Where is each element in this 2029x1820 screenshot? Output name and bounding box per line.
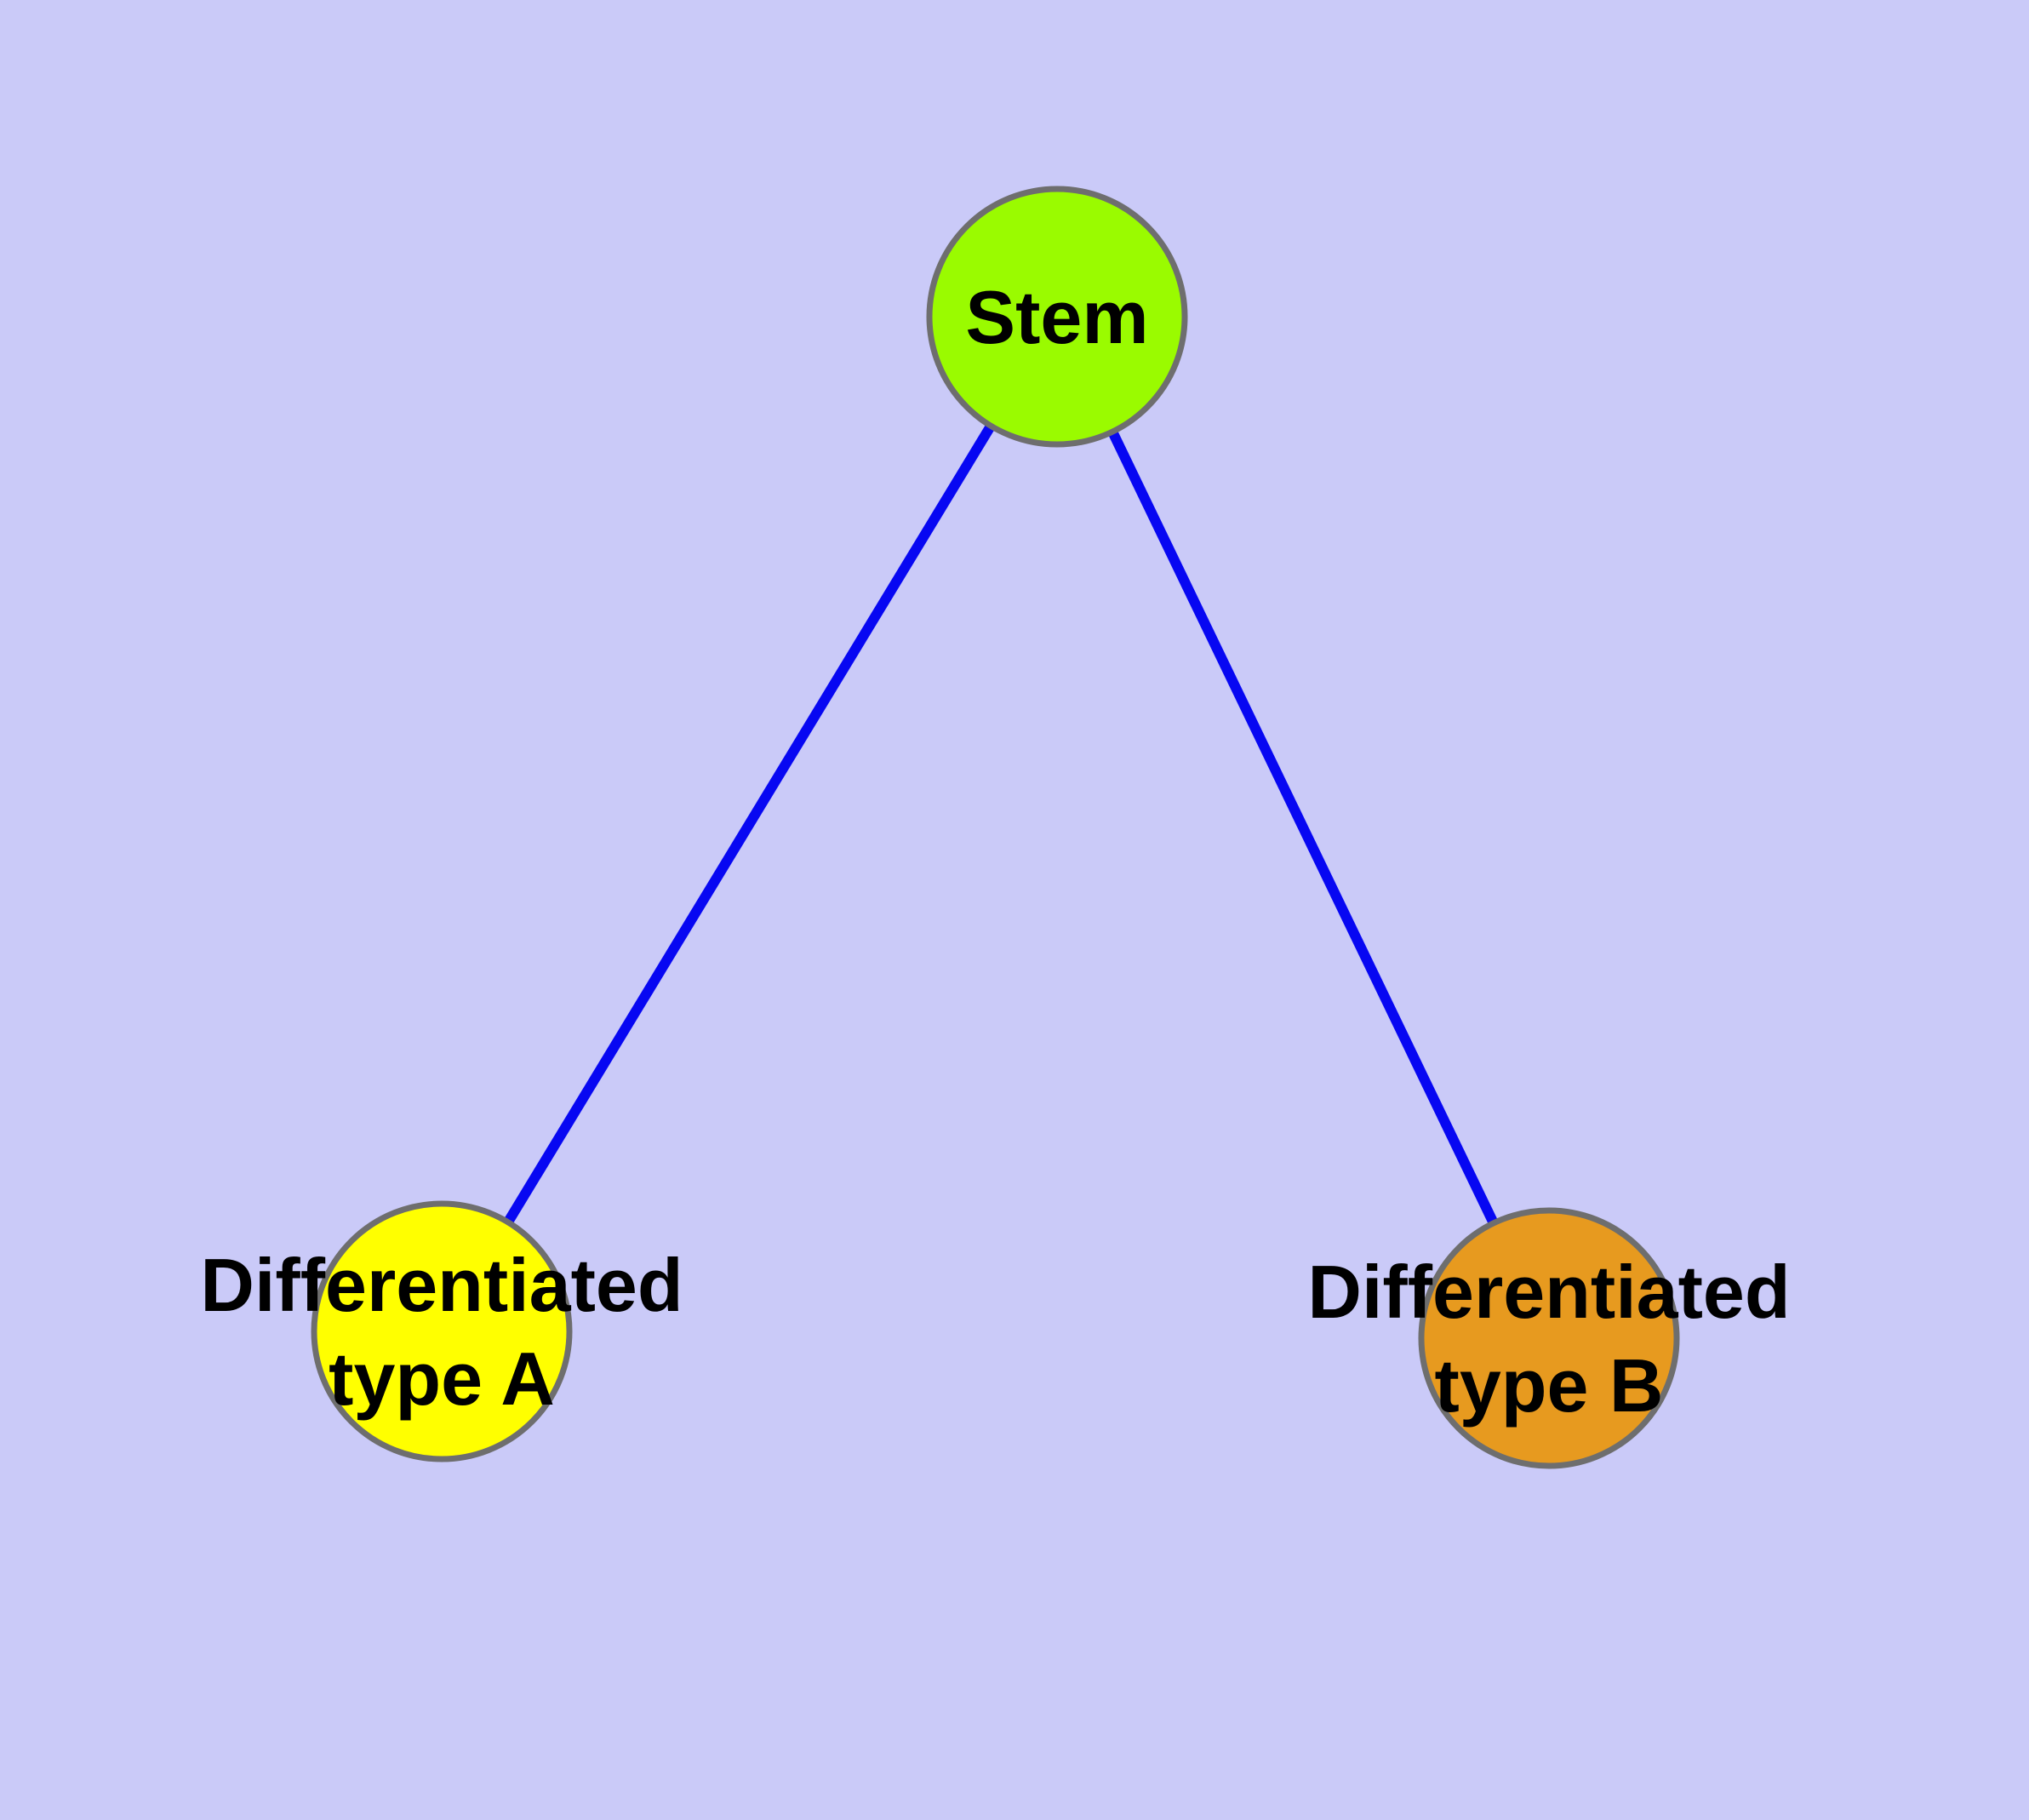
- node-differentiated-type-a: [311, 1200, 573, 1462]
- node-label-stem: Stem: [965, 275, 1148, 359]
- node-label-line: Differentiated: [200, 1243, 683, 1327]
- node-label-differentiated-type-b: Differentiated type B: [1307, 1250, 1790, 1428]
- edge-stem-to-differentiated-type-b: [1052, 314, 1554, 1341]
- node-label-line: type A: [329, 1336, 555, 1421]
- node-label-line: Stem: [965, 275, 1148, 359]
- node-differentiated-type-b: [1418, 1207, 1680, 1469]
- node-label-differentiated-type-a: Differentiated type A: [200, 1243, 683, 1421]
- node-label-line: Differentiated: [1307, 1250, 1790, 1334]
- edge-stem-to-differentiated-type-a: [437, 313, 1062, 1335]
- nodes-layer: [311, 186, 1680, 1469]
- node-label-line: type B: [1435, 1343, 1664, 1428]
- node-stem: [926, 186, 1188, 448]
- edges-layer: [437, 313, 1554, 1341]
